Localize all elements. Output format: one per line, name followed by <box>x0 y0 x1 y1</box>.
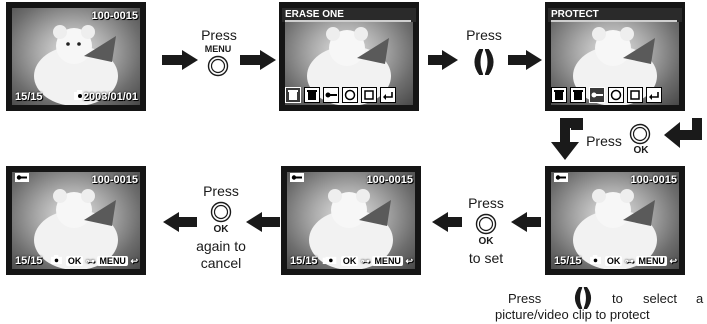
camera-icon <box>51 255 63 264</box>
teddy-photo-graphic <box>573 189 657 269</box>
menu-button-label: MENU <box>204 44 232 54</box>
file-id: 100-0015 <box>630 174 678 186</box>
ok-button-icon <box>475 213 497 235</box>
step-press-label: Press <box>201 27 237 43</box>
sample-photo <box>12 172 140 269</box>
flow-arrow-down <box>551 118 583 160</box>
left-right-button-icon <box>474 49 494 75</box>
flow-arrow-right <box>428 50 458 70</box>
resize-icon[interactable] <box>627 87 643 103</box>
erase-one-menu-screen: ERASE ONE <box>279 2 419 111</box>
flow-arrow-left <box>511 212 541 232</box>
frame-counter: 15/15 <box>15 255 43 267</box>
flow-arrow-left <box>246 212 280 232</box>
ok-button-icon <box>210 201 232 223</box>
menu-title: ERASE ONE <box>285 9 344 20</box>
ok-badge: OK <box>604 256 623 266</box>
step-press-label: Press <box>466 27 502 43</box>
file-id: 100-0015 <box>91 174 139 186</box>
teddy-photo-graphic <box>34 189 118 269</box>
sample-photo <box>551 172 679 269</box>
rotate-icon[interactable] <box>608 87 624 103</box>
menu-icon-row <box>285 87 396 103</box>
ok-button-label: OK <box>213 224 229 235</box>
bottom-controls: OK ⊶ MENU ↩ <box>51 255 138 267</box>
sample-photo <box>12 8 140 105</box>
menu-badge: MENU <box>97 256 128 266</box>
ok-button-icon <box>629 123 651 145</box>
date-stamp: 2003/01/01 <box>82 91 138 103</box>
menu-title-bar: PROTECT <box>548 8 682 22</box>
erase-all-icon[interactable] <box>304 87 320 103</box>
protect-key-icon <box>290 173 304 185</box>
cancel-note-line2: cancel <box>200 255 242 271</box>
file-id: 100-0015 <box>366 174 414 186</box>
key-glyph: ⊶ <box>624 256 634 266</box>
camera-icon <box>74 90 86 103</box>
menu-icon-row <box>551 87 662 103</box>
playback-screen: 100-0015 15/15 2003/01/01 <box>6 2 146 111</box>
protect-key-icon <box>554 173 568 185</box>
caption-line2: picture/video clip to protect <box>495 307 650 322</box>
file-id: 100-0015 <box>91 10 139 22</box>
caption-a: a <box>696 291 704 306</box>
menu-title-underline <box>551 20 677 22</box>
frame-counter: 15/15 <box>554 255 582 267</box>
camera-icon <box>590 255 602 264</box>
return-icon: ↩ <box>405 256 413 266</box>
protect-key-icon[interactable] <box>589 87 605 103</box>
protect-key-icon <box>15 173 29 185</box>
frame-counter: 15/15 <box>290 255 318 267</box>
menu-button-icon <box>207 55 229 77</box>
return-icon: ↩ <box>669 256 677 266</box>
erase-one-icon[interactable] <box>551 87 567 103</box>
menu-title-underline <box>285 20 411 22</box>
erase-one-icon[interactable] <box>285 87 301 103</box>
bottom-controls: OK ⊶ MENU ↩ <box>322 255 413 267</box>
menu-badge: MENU <box>372 256 403 266</box>
flow-arrow-right <box>508 50 542 70</box>
key-glyph: ⊶ <box>85 256 95 266</box>
teddy-photo-graphic <box>34 25 118 105</box>
left-right-button-icon <box>574 287 592 309</box>
return-icon[interactable] <box>646 87 662 103</box>
flow-arrow-right <box>240 50 276 70</box>
menu-badge: MENU <box>636 256 667 266</box>
sample-photo <box>287 172 415 269</box>
protected-screen: 100-0015 15/15 OK ⊶ MENU ↩ <box>281 166 421 275</box>
step-press-label: Press <box>468 195 504 211</box>
caption-select: select <box>643 291 677 306</box>
caption-press: Press <box>508 291 542 306</box>
camera-video-icon <box>323 256 337 264</box>
bottom-controls: OK ⊶ MENU ↩ <box>590 255 677 267</box>
resize-icon[interactable] <box>361 87 377 103</box>
flow-arrow-left <box>432 212 462 232</box>
return-icon[interactable] <box>380 87 396 103</box>
menu-title: PROTECT <box>551 9 599 20</box>
ok-badge: OK <box>65 256 84 266</box>
ok-button-label: OK <box>478 236 494 247</box>
rotate-icon[interactable] <box>342 87 358 103</box>
set-note: to set <box>468 250 504 266</box>
ok-button-label: OK <box>633 145 649 156</box>
step-press-label: Press <box>203 183 239 199</box>
cancel-note-line1: again to <box>196 238 246 254</box>
key-glyph: ⊶ <box>360 256 370 266</box>
menu-title-bar: ERASE ONE <box>282 8 416 22</box>
frame-counter: 15/15 <box>15 91 43 103</box>
protect-menu-screen: PROTECT <box>545 2 685 111</box>
select-picture-screen: 100-0015 15/15 OK ⊶ MENU ↩ <box>545 166 685 275</box>
unprotected-screen: 100-0015 15/15 OK ⊶ MENU ↩ <box>6 166 146 275</box>
protect-key-icon[interactable] <box>323 87 339 103</box>
ok-badge: OK <box>340 256 359 266</box>
flow-arrow-left <box>163 212 197 232</box>
erase-all-icon[interactable] <box>570 87 586 103</box>
flow-arrow-right <box>162 50 198 70</box>
caption-to: to <box>612 291 623 306</box>
flow-arrow-down-left <box>664 118 702 148</box>
step-press-label: Press <box>586 133 622 149</box>
teddy-photo-graphic <box>309 189 393 269</box>
return-icon: ↩ <box>130 256 138 266</box>
